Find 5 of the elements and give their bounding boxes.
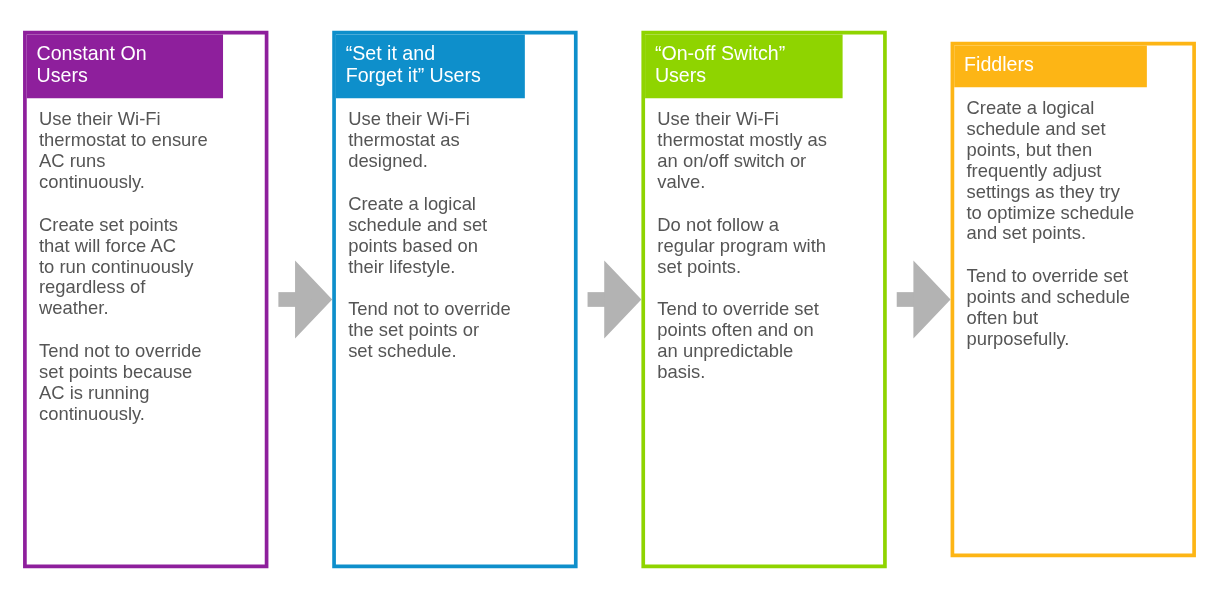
node-box: Fiddlers Create a logical schedule and set points, but then frequently adjust settings as they try to optimize schedule and set points. Tend to override set points and schedule often but purposefully.	[950, 41, 1196, 557]
node-box: “On-off Switch” Users Use their Wi-Fi thermostat mostly as an on/off switch or valve. Do not follow a regular program with set points. Tend to override set points often and on an unpredictable basis.	[641, 30, 887, 568]
arrow	[278, 260, 333, 338]
arrow	[896, 260, 951, 338]
arrow	[587, 260, 642, 338]
